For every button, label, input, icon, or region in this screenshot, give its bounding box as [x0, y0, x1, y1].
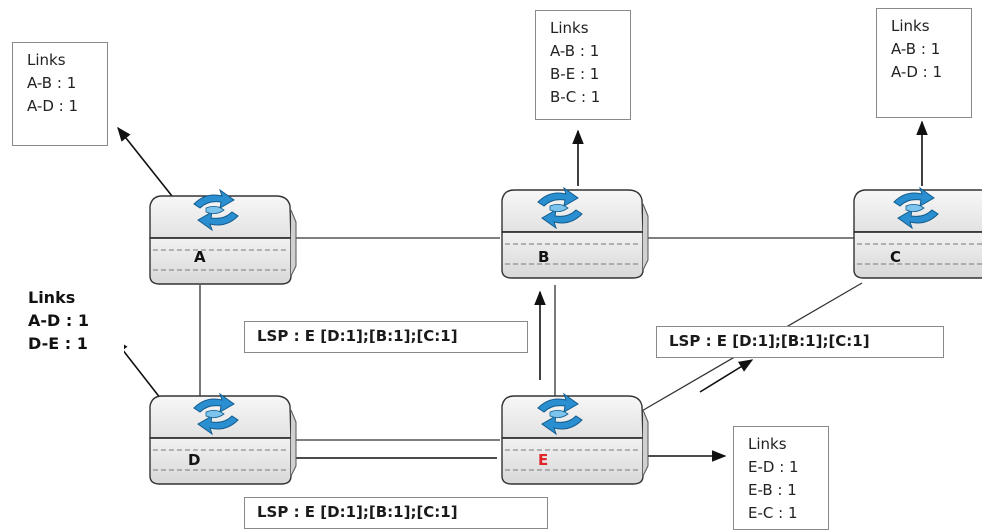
- router-d: D: [149, 393, 297, 485]
- link-row: A-B : 1: [27, 74, 77, 92]
- link-table-title: Links: [550, 19, 589, 37]
- router-label: C: [890, 248, 901, 266]
- router-label: A: [194, 248, 206, 266]
- link-table-a: Links A-B : 1 A-D : 1: [12, 42, 108, 146]
- router-e: E: [501, 393, 649, 485]
- link-table-d: Links A-D : 1 D-E : 1: [14, 280, 124, 362]
- router-c: C: [853, 187, 982, 279]
- link-row: E-D : 1: [748, 458, 799, 476]
- link-row: A-B : 1: [891, 40, 941, 58]
- link-table-title: Links: [748, 435, 787, 453]
- link-row: E-B : 1: [748, 481, 797, 499]
- link-table-e: Links E-D : 1 E-B : 1 E-C : 1: [733, 426, 829, 530]
- router-a: A: [149, 189, 297, 285]
- link-table-b: Links A-B : 1 B-E : 1 B-C : 1: [535, 10, 631, 120]
- link-table-title: Links: [27, 51, 66, 69]
- link-row: A-D : 1: [28, 311, 89, 330]
- link-row: B-E : 1: [550, 65, 600, 83]
- lsp-arrow-to-c: [699, 359, 754, 393]
- lsp-label-to-b: LSP : E [D:1];[B:1];[C:1]: [244, 321, 528, 353]
- link-row: A-D : 1: [891, 63, 943, 81]
- link-row: A-B : 1: [550, 42, 600, 60]
- link-table-title: Links: [891, 17, 930, 35]
- lsp-label-to-d: LSP : E [D:1];[B:1];[C:1]: [244, 497, 548, 529]
- router-label: E: [538, 451, 548, 469]
- link-table-c: Links A-B : 1 A-D : 1: [876, 8, 972, 118]
- arrow-a-table: [117, 126, 173, 197]
- router-b: B: [501, 187, 649, 279]
- router-label: D: [188, 451, 200, 469]
- link-row: E-C : 1: [748, 504, 798, 522]
- lsp-arrows: [278, 290, 754, 464]
- router-label: B: [538, 248, 549, 266]
- lsp-label-to-c: LSP : E [D:1];[B:1];[C:1]: [656, 326, 944, 358]
- link-row: D-E : 1: [28, 334, 88, 353]
- link-table-title: Links: [28, 288, 76, 307]
- link-row: A-D : 1: [27, 97, 79, 115]
- link-row: B-C : 1: [550, 88, 601, 106]
